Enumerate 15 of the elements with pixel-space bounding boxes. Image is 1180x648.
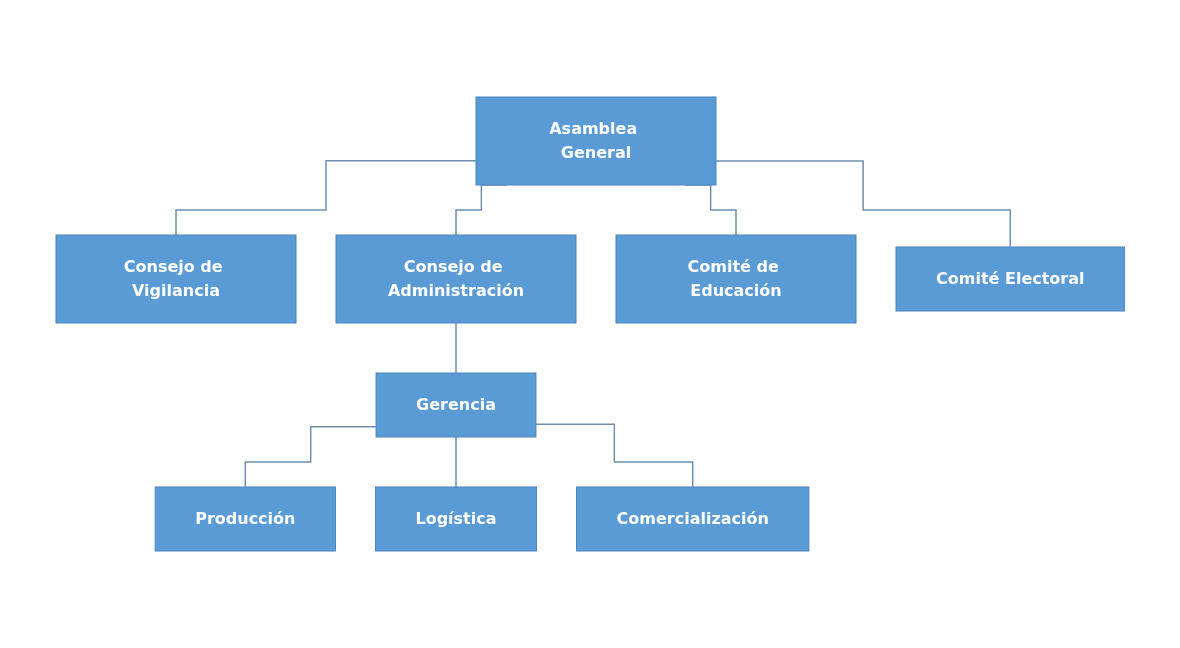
node-box: Comité de Educación bbox=[615, 234, 857, 324]
node-box: Comité Electoral bbox=[895, 246, 1125, 312]
node-box: Producción bbox=[154, 486, 336, 552]
node-box: Comercialización bbox=[575, 486, 810, 552]
connector bbox=[244, 425, 377, 488]
connector bbox=[455, 322, 457, 374]
connector bbox=[715, 160, 1011, 248]
connector bbox=[175, 159, 477, 236]
connector bbox=[455, 436, 457, 488]
node-box: Logística bbox=[374, 486, 537, 552]
node-box: Gerencia bbox=[375, 372, 537, 438]
connector bbox=[534, 423, 694, 488]
node-box: Consejo de Vigilancia bbox=[55, 234, 297, 324]
node-box: Asamblea General bbox=[475, 96, 717, 186]
node-box: Consejo de Administración bbox=[335, 234, 577, 324]
